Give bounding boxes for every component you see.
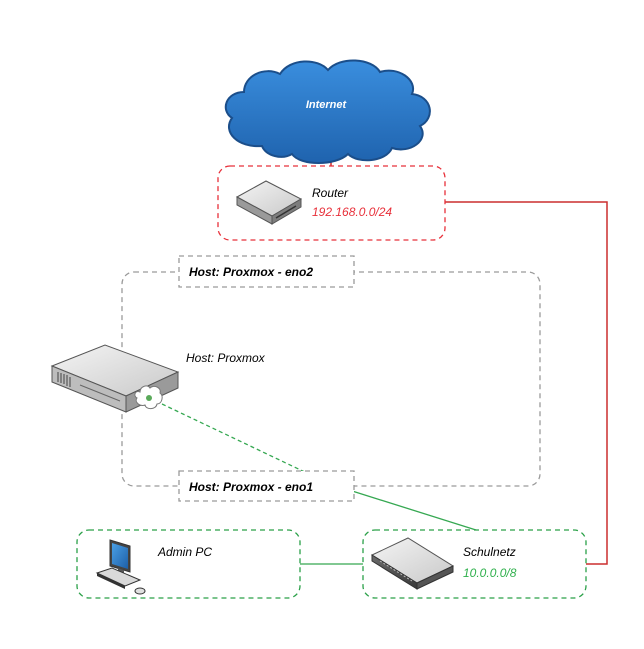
- admin-pc-icon: [95, 539, 146, 595]
- router-box: [217, 165, 446, 241]
- admin-pc-label: Admin PC: [157, 545, 212, 559]
- internet-label: Internet: [306, 99, 348, 111]
- internet-cloud-icon: [224, 59, 431, 164]
- host-eno1-box: [178, 470, 355, 502]
- host-label: Host: Proxmox: [186, 351, 266, 365]
- eno1-schulnetz-link: [329, 483, 477, 531]
- host-eno1-label: Host: Proxmox - eno1: [189, 480, 313, 494]
- router-network: 192.168.0.0/24: [312, 205, 392, 219]
- host-group-border: [121, 271, 541, 487]
- router-name: Router: [312, 186, 349, 200]
- host-eno2-box: [178, 255, 355, 288]
- schulnetz-name: Schulnetz: [463, 545, 516, 559]
- router-schulnetz-link: [445, 201, 608, 565]
- host-schulnetz-dashed-link: [161, 403, 331, 485]
- router-icon: [235, 180, 303, 225]
- schulnetz-network: 10.0.0.0/8: [463, 566, 517, 580]
- host-eno2-label: Host: Proxmox - eno2: [189, 265, 313, 279]
- network-gear-icon: [134, 385, 163, 410]
- switch-icon: [370, 537, 455, 590]
